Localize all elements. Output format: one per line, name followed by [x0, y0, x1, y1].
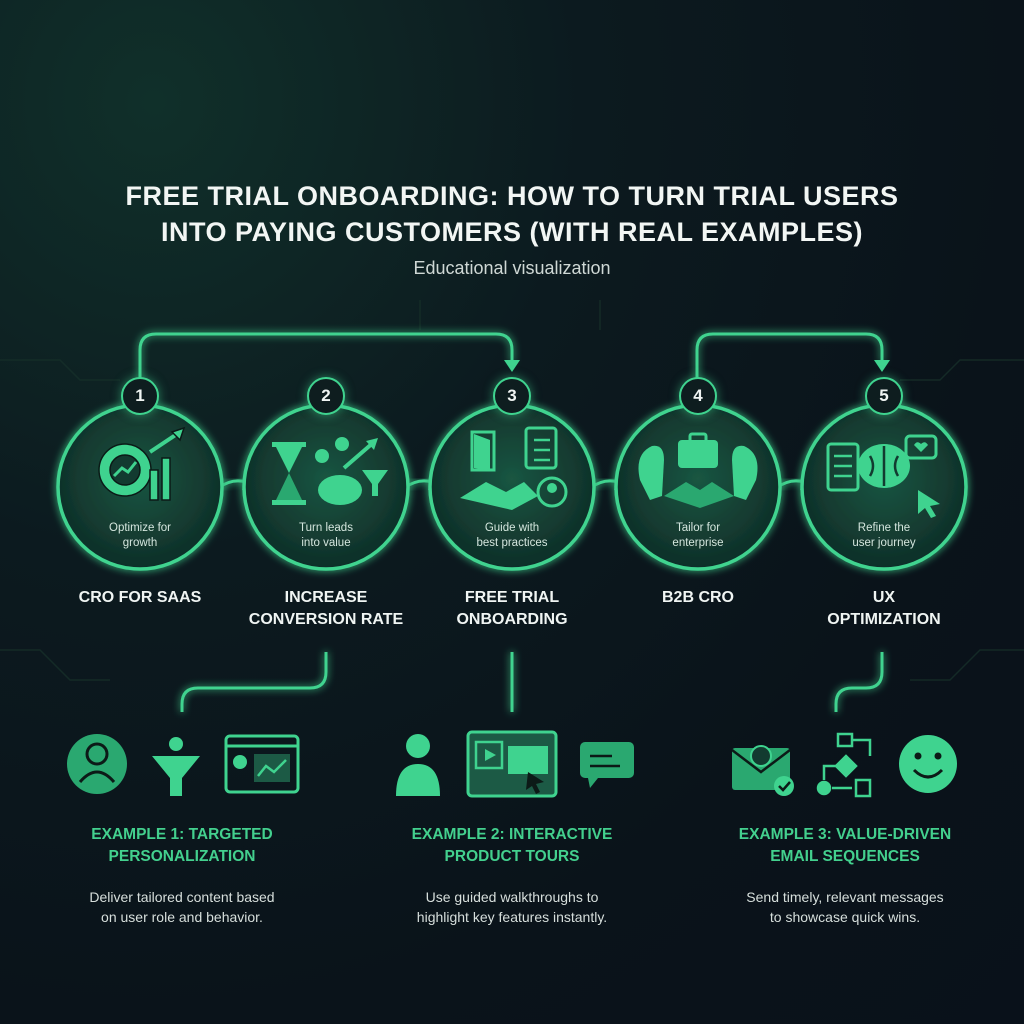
- step-4-label-line-1: B2B CRO: [661, 589, 734, 606]
- example-3-desc-line-2: to showcase quick wins.: [769, 909, 921, 925]
- brain-cursor-icon: [826, 434, 940, 518]
- example-connectors: [180, 652, 884, 712]
- step-5-number: 5: [865, 377, 903, 415]
- step-5-caption: Refine the user journey: [824, 521, 944, 551]
- example-2-icons: [396, 730, 634, 798]
- dashboard-icon: [224, 734, 300, 794]
- example-1-icons: [67, 734, 300, 796]
- example-1-title-line-2: PERSONALIZATION: [108, 848, 256, 865]
- page-title: FREE TRIAL ONBOARDING: HOW TO TURN TRIAL…: [0, 178, 1024, 250]
- page-subtitle: Educational visualization: [413, 258, 611, 278]
- step-1-caption-line-2: growth: [122, 537, 158, 549]
- example-1-title-line-1: EXAMPLE 1: TARGETED: [91, 826, 273, 843]
- example-1-title: EXAMPLE 1: TARGETED PERSONALIZATION: [32, 824, 332, 868]
- example-3-title-line-1: EXAMPLE 3: VALUE-DRIVEN: [738, 826, 952, 843]
- title-line-2: INTO PAYING CUSTOMERS (WITH REAL EXAMPLE…: [160, 217, 864, 247]
- step-3-label-line-2: ONBOARDING: [456, 611, 568, 628]
- briefcase-handshake-icon: [638, 432, 758, 508]
- step-4-caption-line-2: enterprise: [672, 537, 724, 549]
- user-avatar-icon: [67, 734, 127, 794]
- presenter-icon: [396, 734, 440, 796]
- gear-chart-icon: [98, 426, 186, 501]
- example-2-title-line-1: EXAMPLE 2: INTERACTIVE: [411, 826, 613, 843]
- step-1-label-line-1: CRO FOR SAAS: [78, 589, 202, 606]
- example-2-title: EXAMPLE 2: INTERACTIVE PRODUCT TOURS: [362, 824, 662, 868]
- step-2-label-line-1: INCREASE: [284, 589, 368, 606]
- step-3-caption-line-1: Guide with: [484, 522, 540, 534]
- top-arrowheads: [504, 360, 890, 372]
- step-1-caption-line-1: Optimize for: [109, 522, 171, 534]
- door-handshake-icon: [460, 426, 568, 510]
- example-3-description: Send timely, relevant messages to showca…: [695, 887, 995, 927]
- example-2-description: Use guided walkthroughs to highlight key…: [362, 887, 662, 927]
- top-connectors: [138, 332, 884, 380]
- example-3-title-line-2: EMAIL SEQUENCES: [770, 848, 920, 865]
- step-3-label: FREE TRIAL ONBOARDING: [417, 587, 607, 631]
- step-5-caption-line-1: Refine the: [857, 522, 911, 534]
- step-2-caption-line-2: into value: [301, 537, 351, 549]
- step-2-caption-line-1: Turn leads: [299, 522, 353, 534]
- step-2-label-line-2: CONVERSION RATE: [248, 611, 404, 628]
- email-icon: [731, 745, 794, 796]
- step-5-label-line-1: UX: [872, 589, 896, 606]
- step-1-caption: Optimize for growth: [80, 521, 200, 551]
- step-5-label-line-2: OPTIMIZATION: [827, 611, 941, 628]
- step-4-label: B2B CRO: [603, 587, 793, 609]
- step-1-label: CRO FOR SAAS: [45, 587, 235, 609]
- workflow-icon: [816, 732, 872, 798]
- example-1-desc-line-2: on user role and behavior.: [101, 909, 263, 925]
- example-3-title: EXAMPLE 3: VALUE-DRIVEN EMAIL SEQUENCES: [695, 824, 995, 868]
- video-window-icon: [466, 730, 558, 798]
- chat-bubble-icon: [580, 742, 634, 788]
- example-1-description: Deliver tailored content based on user r…: [32, 887, 332, 927]
- step-4-caption: Tailor for enterprise: [638, 521, 758, 551]
- step-4-number: 4: [679, 377, 717, 415]
- hourglass-piggybank-icon: [272, 437, 388, 505]
- example-2-desc-line-1: Use guided walkthroughs to: [425, 889, 599, 905]
- example-2-title-line-2: PRODUCT TOURS: [444, 848, 580, 865]
- step-3-caption-line-2: best practices: [476, 537, 548, 549]
- step-2-number: 2: [307, 377, 345, 415]
- step-4-caption-line-1: Tailor for: [675, 522, 721, 534]
- step-3-caption: Guide with best practices: [452, 521, 572, 551]
- step-5-caption-line-2: user journey: [852, 537, 916, 549]
- example-1-desc-line-1: Deliver tailored content based: [89, 889, 275, 905]
- step-2-caption: Turn leads into value: [266, 521, 386, 551]
- title-line-1: FREE TRIAL ONBOARDING: HOW TO TURN TRIAL…: [125, 181, 899, 211]
- step-2-label: INCREASE CONVERSION RATE: [231, 587, 421, 631]
- example-3-desc-line-1: Send timely, relevant messages: [746, 889, 944, 905]
- smiley-icon: [899, 735, 957, 793]
- step-3-label-line-1: FREE TRIAL: [464, 589, 560, 606]
- step-5-label: UX OPTIMIZATION: [789, 587, 979, 631]
- circuit-background: [0, 300, 1024, 681]
- example-2-desc-line-2: highlight key features instantly.: [416, 909, 608, 925]
- step-1-number: 1: [121, 377, 159, 415]
- example-3-icons: [731, 732, 957, 798]
- step-3-number: 3: [493, 377, 531, 415]
- funnel-icon: [152, 737, 200, 796]
